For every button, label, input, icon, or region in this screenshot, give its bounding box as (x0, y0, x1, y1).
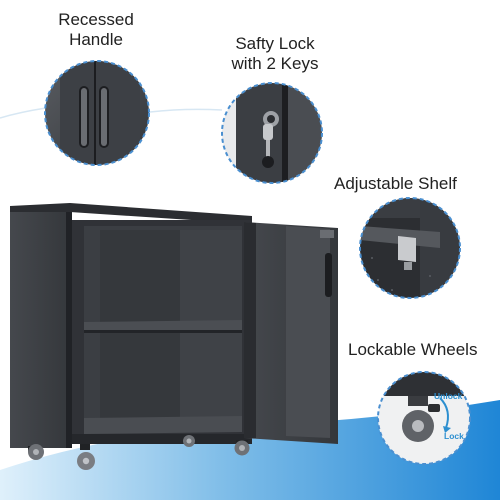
brake-pedal (428, 404, 440, 412)
callout-ring (359, 197, 461, 299)
callout-ring (221, 82, 323, 184)
shelf-clip (398, 236, 416, 262)
unlock-tag: Unlock (434, 391, 463, 401)
door-handle (325, 253, 332, 297)
caster-wheels (28, 435, 250, 470)
key-icon (262, 156, 274, 168)
cabinet-shelf (84, 320, 242, 332)
handle-callout (44, 60, 150, 166)
callout-ring (44, 60, 150, 166)
background-wave (0, 107, 500, 500)
unlock-arrow-icon (439, 397, 449, 429)
shelf-feature-label: Adjustable Shelf (334, 174, 457, 193)
lock-label-line2: with 2 Keys (231, 53, 319, 73)
lock-callout (221, 82, 323, 184)
handle-feature-label: Recessed Handle (44, 10, 148, 49)
callout-ring (377, 371, 471, 465)
shelf-callout (359, 197, 461, 299)
wheel-callout (377, 371, 471, 465)
handle-label-line2: Handle (69, 29, 123, 49)
left-door (10, 212, 72, 448)
wheels-feature-label: Lockable Wheels (348, 340, 478, 359)
lock-feature-label: Safty Lock with 2 Keys (214, 34, 336, 73)
lock-tag: Lock (444, 431, 464, 441)
cabinet (10, 203, 338, 470)
lock-label-line1: Safty Lock (235, 34, 315, 53)
handle-label-line1: Recessed (58, 10, 134, 29)
